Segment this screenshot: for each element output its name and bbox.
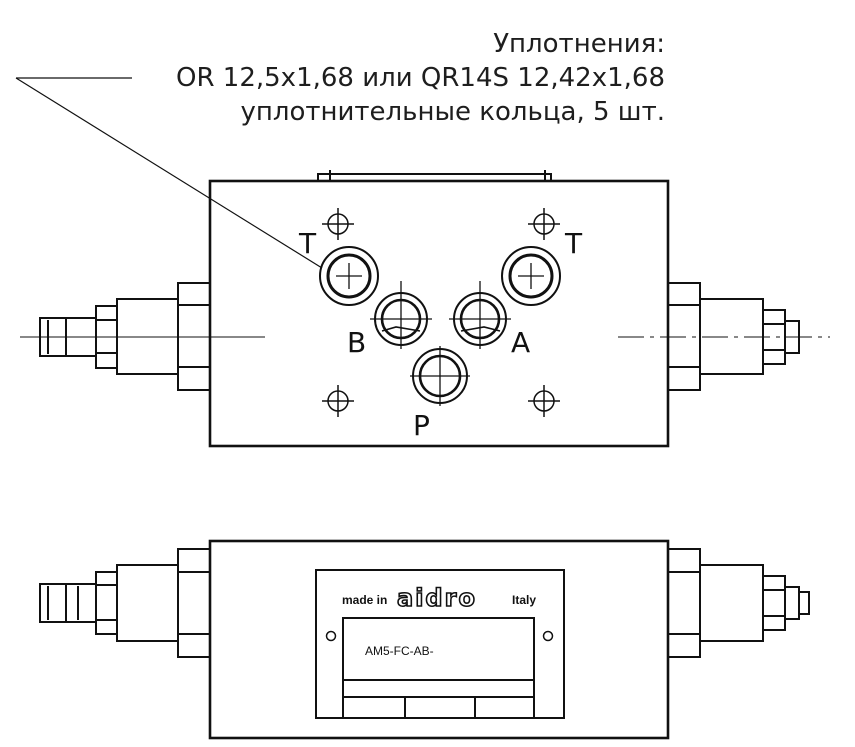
nameplate-made-in: made in — [342, 593, 387, 607]
left-fitting-top — [39, 282, 211, 391]
port-label-b: B — [347, 326, 366, 359]
seals-title: Уплотнения: — [493, 29, 665, 59]
top-view — [20, 170, 830, 448]
port-b — [370, 281, 432, 349]
port-a — [449, 281, 511, 349]
valve-body-top — [208, 179, 670, 448]
right-fitting-top — [667, 282, 800, 391]
front-view — [39, 539, 810, 740]
port-label-t-right: T — [564, 227, 583, 260]
port-label-a: A — [511, 326, 530, 359]
port-t-left — [319, 246, 379, 306]
callout-leader — [15, 77, 323, 269]
port-p — [410, 346, 470, 406]
right-fitting-front — [667, 548, 810, 658]
seals-spec: OR 12,5x1,68 или QR14S 12,42x1,68 — [176, 63, 665, 93]
nameplate — [315, 569, 565, 719]
nameplate-brand-logo: aidro — [397, 584, 477, 612]
seals-description: уплотнительные кольца, 5 шт. — [240, 97, 665, 127]
nameplate-country: Italy — [512, 593, 536, 607]
left-fitting-front — [39, 548, 211, 658]
port-label-p: P — [413, 409, 430, 442]
port-t-right — [501, 246, 561, 306]
nameplate-model: AM5-FC-AB- — [365, 644, 434, 658]
mounting-holes-top — [322, 208, 560, 417]
port-label-t-left: T — [298, 227, 317, 260]
